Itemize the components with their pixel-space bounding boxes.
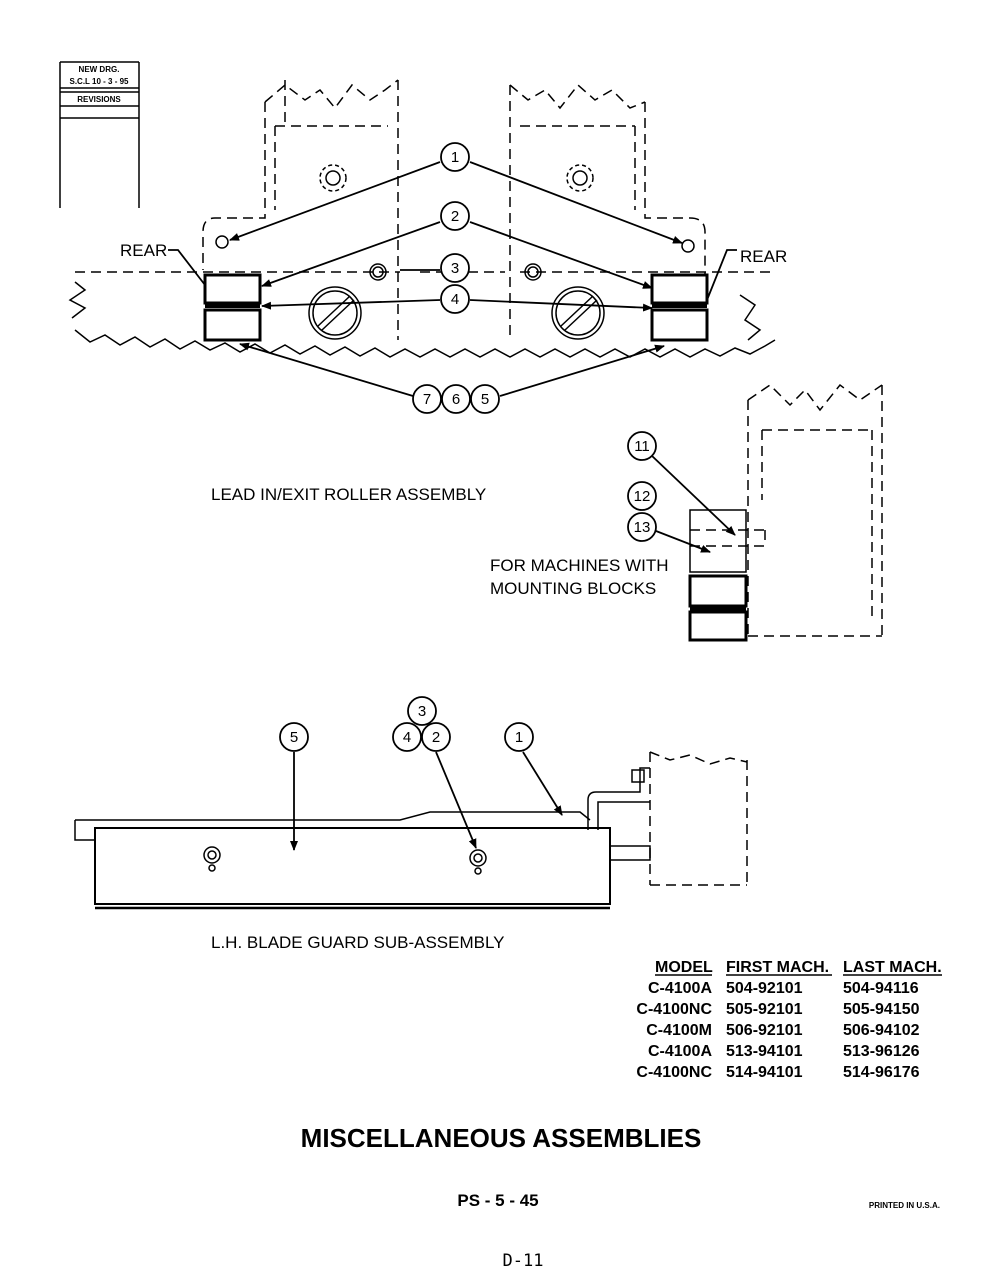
- table-row3-last: 506-94102: [843, 1022, 920, 1039]
- table-header-last: LAST MACH.: [843, 959, 942, 976]
- rear-label-right: REAR: [740, 247, 787, 266]
- table-row5-first: 514-94101: [726, 1064, 803, 1081]
- page-title: MISCELLANEOUS ASSEMBLIES: [301, 1123, 702, 1153]
- blade-guard-caption: L.H. BLADE GUARD SUB-ASSEMBLY: [211, 933, 505, 952]
- roller-callout-6: 6: [452, 391, 460, 408]
- revision-new-drg: NEW DRG.: [79, 65, 120, 74]
- roller-callout-4: 4: [451, 291, 459, 308]
- mounting-block-drawing: [688, 383, 883, 642]
- roller-callout-1: 1: [451, 149, 459, 166]
- table-row3-first: 506-92101: [726, 1022, 803, 1039]
- block-callout-11: 11: [634, 438, 650, 455]
- mounting-block-leaders: [650, 454, 736, 553]
- table-row4-first: 513-94101: [726, 1043, 803, 1060]
- table-row1-first: 504-92101: [726, 980, 803, 997]
- table-row1-last: 504-94116: [843, 980, 919, 997]
- revision-box: [59, 61, 140, 208]
- rear-label-left: REAR: [120, 241, 167, 260]
- table-row2-model: C-4100NC: [636, 1001, 712, 1018]
- document-reference: D-11: [503, 1251, 544, 1271]
- table-header-model: MODEL: [655, 959, 713, 976]
- table-row4-last: 513-96126: [843, 1043, 920, 1060]
- blade-guard-callout-circles: [279, 696, 534, 752]
- mounting-blocks-caption-2: MOUNTING BLOCKS: [490, 579, 656, 598]
- table-row2-last: 505-94150: [843, 1001, 920, 1018]
- table-row1-model: C-4100A: [648, 980, 712, 997]
- guard-callout-1: 1: [515, 729, 523, 746]
- table-row5-last: 514-96176: [843, 1064, 920, 1081]
- roller-callout-circles: [412, 142, 500, 414]
- block-callout-13: 13: [634, 519, 651, 536]
- roller-assembly-drawing: [68, 79, 776, 358]
- roller-callout-5: 5: [481, 391, 489, 408]
- page-number: PS - 5 - 45: [457, 1191, 538, 1210]
- guard-callout-5: 5: [290, 729, 298, 746]
- revision-label: REVISIONS: [77, 95, 121, 104]
- revision-date: S.C.L 10 - 3 - 95: [70, 77, 130, 86]
- table-row4-model: C-4100A: [648, 1043, 712, 1060]
- guard-callout-4: 4: [403, 729, 411, 746]
- block-callout-12: 12: [634, 488, 651, 505]
- guard-callout-2: 2: [432, 729, 440, 746]
- table-row2-first: 505-92101: [726, 1001, 803, 1018]
- model-table: MODEL FIRST MACH. LAST MACH. C-4100A 504…: [636, 959, 942, 1081]
- roller-callout-7: 7: [423, 391, 431, 408]
- blade-guard-leaders: [290, 751, 563, 851]
- guard-callout-3: 3: [418, 703, 426, 720]
- mounting-blocks-caption-1: FOR MACHINES WITH: [490, 556, 669, 575]
- roller-callout-3: 3: [451, 260, 459, 277]
- table-row3-model: C-4100M: [646, 1022, 712, 1039]
- mounting-block-callout-circles: [627, 431, 657, 542]
- roller-assembly-caption: LEAD IN/EXIT ROLLER ASSEMBLY: [211, 485, 486, 504]
- printed-in-usa: PRINTED IN U.S.A.: [869, 1201, 940, 1210]
- table-header-first: FIRST MACH.: [726, 959, 829, 976]
- roller-callout-2: 2: [451, 208, 459, 225]
- blade-guard-drawing: [74, 751, 748, 910]
- roller-leaders: [168, 161, 737, 397]
- table-row5-model: C-4100NC: [636, 1064, 712, 1081]
